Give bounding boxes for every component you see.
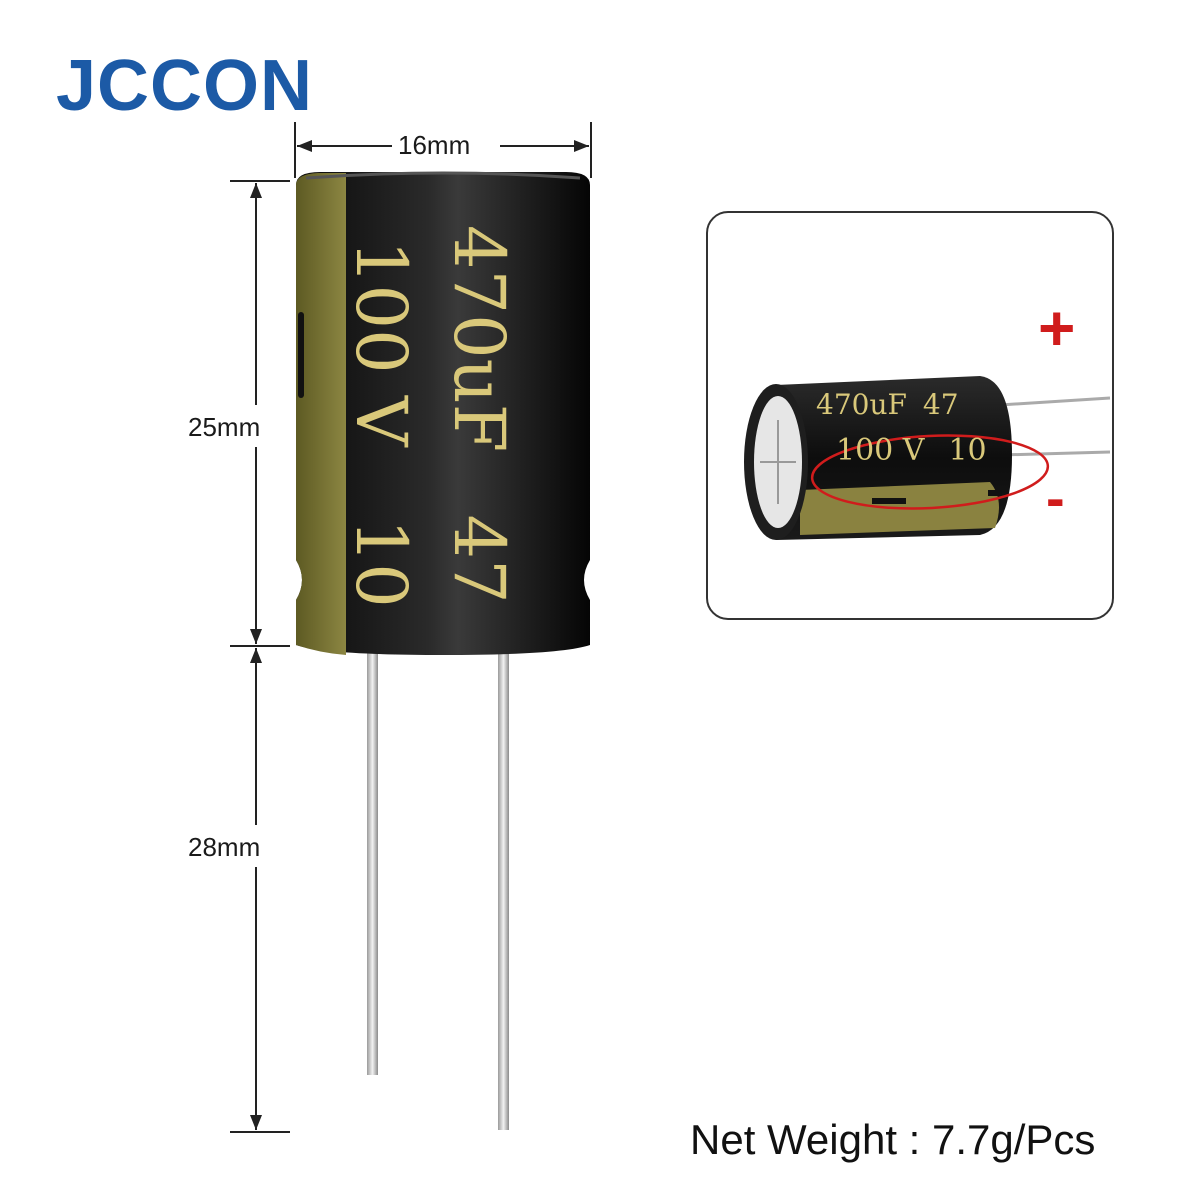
lead-left bbox=[367, 650, 378, 1075]
lead-right bbox=[498, 650, 509, 1130]
diameter-label: 16mm bbox=[398, 130, 471, 160]
body-height-label: 25mm bbox=[188, 412, 261, 442]
negative-polarity-mark: - bbox=[1046, 466, 1065, 529]
lead-length-label: 28mm bbox=[188, 832, 261, 862]
brand-logo: JCCON bbox=[56, 46, 314, 126]
positive-polarity-mark: + bbox=[1038, 292, 1076, 364]
net-weight-label: Net Weight : 7.7g/Pcs bbox=[690, 1116, 1096, 1163]
